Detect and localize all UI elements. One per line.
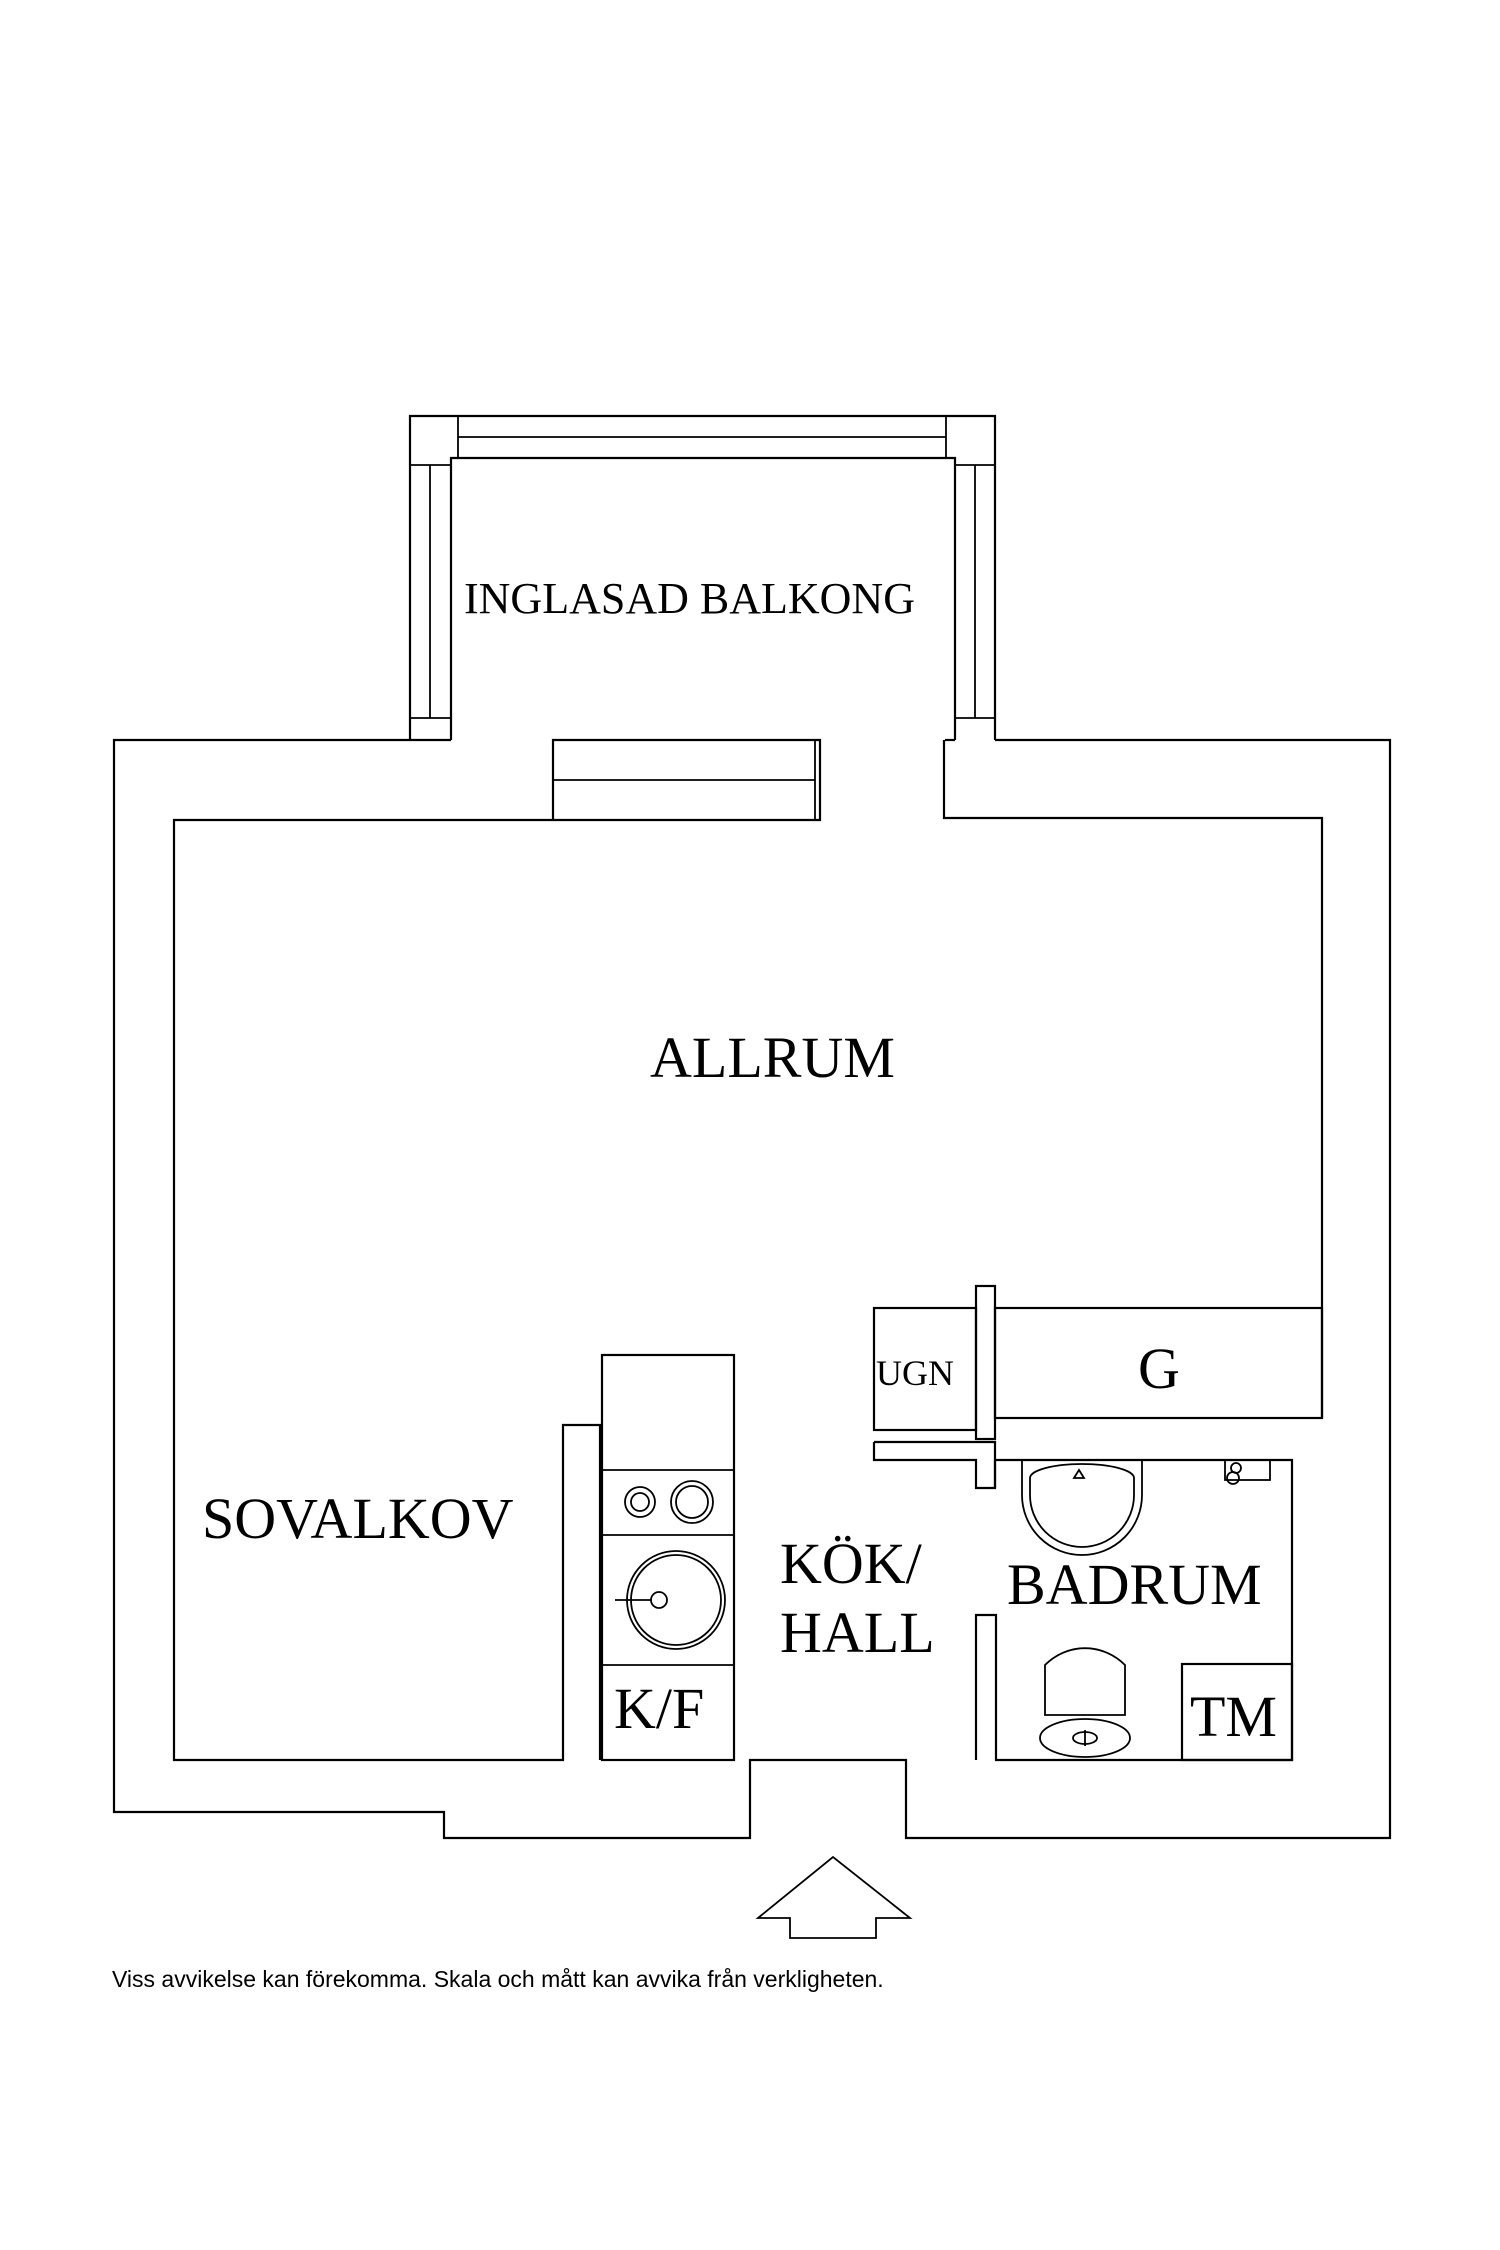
outer-wall-right [810,738,1392,1840]
label-oven: UGN [876,1353,954,1393]
label-sleeping: SOVALKOV [202,1486,514,1551]
bathroom-wall [974,1458,1294,1762]
balcony-frame [408,414,997,740]
kitchen-counter [600,1353,736,1762]
label-living: ALLRUM [650,1025,895,1090]
bathroom-fixtures [1021,1459,1294,1762]
label-balcony: INGLASAD BALKONG [464,574,915,623]
outer-wall [112,738,810,1840]
disclaimer-text: Viss avvikelse kan förekomma. Skala och … [112,1966,884,1992]
oven-wardrobe-block [872,1284,1324,1490]
label-wardrobe: G [1138,1336,1180,1401]
label-fridge: K/F [614,1676,704,1741]
label-kitchen-line2: HALL [780,1600,935,1665]
label-bathroom: BADRUM [1007,1552,1262,1617]
label-washer: TM [1190,1684,1277,1749]
entrance-arrow [755,1855,913,1939]
label-kitchen-line1: KÖK/ [780,1531,923,1596]
inner-wall [172,818,602,1762]
